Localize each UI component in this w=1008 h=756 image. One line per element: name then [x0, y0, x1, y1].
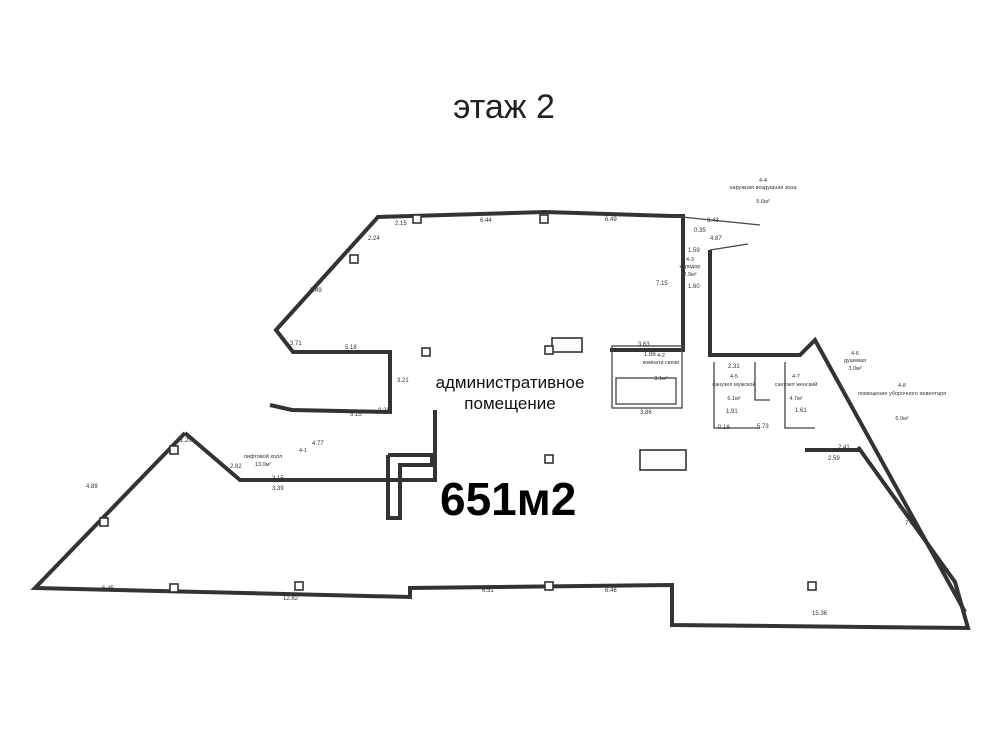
svg-text:4-5: 4-5: [730, 374, 738, 380]
svg-text:2.59: 2.59: [828, 456, 840, 462]
main-room-line1: административное: [435, 373, 585, 392]
svg-text:6.45: 6.45: [102, 586, 114, 592]
svg-text:помещение уборочного инвентаря: помещение уборочного инвентаря: [858, 391, 946, 397]
svg-text:наружная воздушная зона: наружная воздушная зона: [729, 185, 797, 191]
svg-text:4-7: 4-7: [792, 374, 800, 380]
svg-text:1.61: 1.61: [795, 408, 807, 414]
svg-text:5.73: 5.73: [757, 424, 769, 430]
svg-text:4.89: 4.89: [86, 484, 98, 490]
svg-text:2.15: 2.15: [395, 221, 407, 227]
svg-text:3.71: 3.71: [290, 341, 302, 347]
svg-text:душевая: душевая: [844, 358, 866, 364]
svg-text:4-3: 4-3: [686, 257, 694, 263]
room-labels: 4-1 лифтовой холл 13.0м² 4-2 комната свя…: [244, 178, 946, 468]
svg-text:0.18: 0.18: [718, 425, 730, 431]
svg-text:6.44: 6.44: [480, 218, 492, 224]
svg-text:3.43: 3.43: [707, 218, 719, 224]
svg-text:2.24: 2.24: [368, 236, 380, 242]
svg-text:4-4: 4-4: [759, 178, 767, 184]
svg-text:3.21: 3.21: [397, 378, 409, 384]
svg-text:санузел женский: санузел женский: [775, 381, 818, 388]
room-4-1-area: 13.0м²: [255, 462, 271, 468]
svg-text:6.51: 6.51: [482, 588, 494, 594]
svg-text:5.6м²: 5.6м²: [756, 199, 769, 205]
svg-text:12.82: 12.82: [283, 596, 299, 602]
main-room-line2: помещение: [464, 394, 556, 413]
svg-text:0.35: 0.35: [694, 228, 706, 234]
svg-text:4.77: 4.77: [312, 441, 324, 447]
svg-text:1.91: 1.91: [726, 409, 738, 415]
floor-title: этаж 2: [453, 88, 555, 126]
inner-rooms: [386, 337, 860, 520]
svg-text:5.18: 5.18: [345, 345, 357, 351]
svg-text:6.1м²: 6.1м²: [727, 396, 740, 402]
svg-text:3.0м²: 3.0м²: [848, 366, 861, 372]
svg-text:4-8: 4-8: [898, 383, 906, 389]
svg-text:3.1м²: 3.1м²: [654, 376, 667, 382]
room-4-1-id: 4-1: [299, 448, 307, 454]
svg-text:4-6: 4-6: [851, 351, 859, 357]
svg-text:2.41: 2.41: [838, 445, 850, 451]
total-area: 651м2: [440, 473, 577, 525]
svg-text:3.15: 3.15: [272, 476, 284, 482]
svg-text:4.7м²: 4.7м²: [789, 396, 802, 402]
svg-text:1.88: 1.88: [644, 352, 656, 358]
svg-text:7.49: 7.49: [905, 521, 917, 527]
svg-text:6.46: 6.46: [605, 588, 617, 594]
svg-text:1.60: 1.60: [688, 284, 700, 290]
svg-text:4.87: 4.87: [710, 236, 722, 242]
svg-text:6.0м²: 6.0м²: [895, 416, 908, 422]
svg-text:3.63: 3.63: [638, 342, 650, 348]
svg-text:3.86: 3.86: [640, 410, 652, 416]
svg-text:комната связи: комната связи: [643, 360, 680, 366]
room-4-1-name: лифтовой холл: [244, 453, 283, 460]
svg-text:6.49: 6.49: [605, 217, 617, 223]
svg-text:7.15: 7.15: [656, 281, 668, 287]
svg-text:5.15: 5.15: [350, 412, 362, 418]
svg-text:коридор: коридор: [680, 264, 701, 270]
main-room-label: административное помещение: [400, 372, 620, 414]
svg-text:санузел мужской: санузел мужской: [712, 381, 755, 388]
columns: [99, 214, 817, 593]
svg-text:0.28: 0.28: [378, 408, 390, 414]
svg-text:5.49: 5.49: [310, 288, 322, 294]
svg-text:4-2: 4-2: [657, 353, 665, 359]
svg-text:1.59: 1.59: [688, 248, 700, 254]
dimension-labels: 2.15 6.44 6.49 3.43 4.87 0.35 1.59 1.60 …: [86, 217, 917, 617]
svg-text:3.39: 3.39: [272, 486, 284, 492]
svg-text:15.36: 15.36: [812, 611, 828, 617]
svg-text:2.31: 2.31: [728, 364, 740, 370]
svg-text:1.20: 1.20: [180, 438, 192, 444]
outer-walls: [30, 209, 971, 631]
svg-text:2.9м²: 2.9м²: [683, 272, 696, 278]
svg-text:2.82: 2.82: [230, 464, 242, 470]
